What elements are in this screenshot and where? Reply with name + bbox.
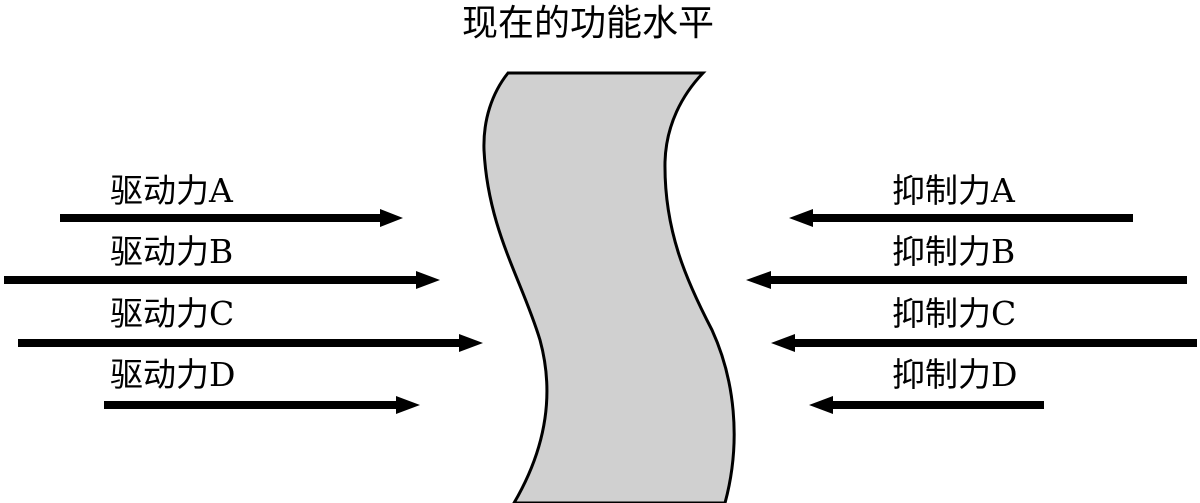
driving-force-arrowhead (396, 396, 420, 414)
restraining-force-d: 抑制力D (809, 355, 1044, 414)
driving-force-c: 驱动力C (18, 294, 483, 352)
restraining-force-arrowhead (771, 334, 795, 352)
driving-force-d: 驱动力D (104, 355, 420, 414)
driving-force-a: 驱动力A (60, 171, 403, 227)
driving-force-label: 驱动力D (110, 355, 235, 394)
restraining-force-label: 抑制力C (892, 294, 1016, 333)
driving-force-label: 驱动力C (110, 294, 234, 333)
driving-forces-group: 驱动力A 驱动力B 驱动力C 驱动力D (4, 171, 483, 414)
restraining-force-arrowhead (789, 209, 813, 227)
driving-force-arrowhead (416, 271, 440, 289)
driving-force-arrowhead (380, 209, 403, 227)
driving-force-label: 驱动力A (110, 171, 234, 210)
restraining-force-arrowhead (809, 396, 833, 414)
restraining-force-c: 抑制力C (771, 294, 1197, 352)
diagram-title: 现在的功能水平 (462, 3, 714, 44)
driving-force-label: 驱动力B (110, 232, 233, 271)
restraining-forces-group: 抑制力A 抑制力B 抑制力C 抑制力D (746, 171, 1197, 414)
driving-force-arrowhead (459, 334, 483, 352)
restraining-force-b: 抑制力B (746, 232, 1187, 289)
current-level-band (482, 71, 736, 503)
restraining-force-a: 抑制力A (789, 171, 1133, 227)
restraining-force-label: 抑制力B (892, 232, 1015, 271)
restraining-force-label: 抑制力D (892, 355, 1017, 394)
restraining-force-arrowhead (746, 271, 771, 289)
restraining-force-label: 抑制力A (892, 171, 1016, 210)
driving-force-b: 驱动力B (4, 232, 440, 289)
